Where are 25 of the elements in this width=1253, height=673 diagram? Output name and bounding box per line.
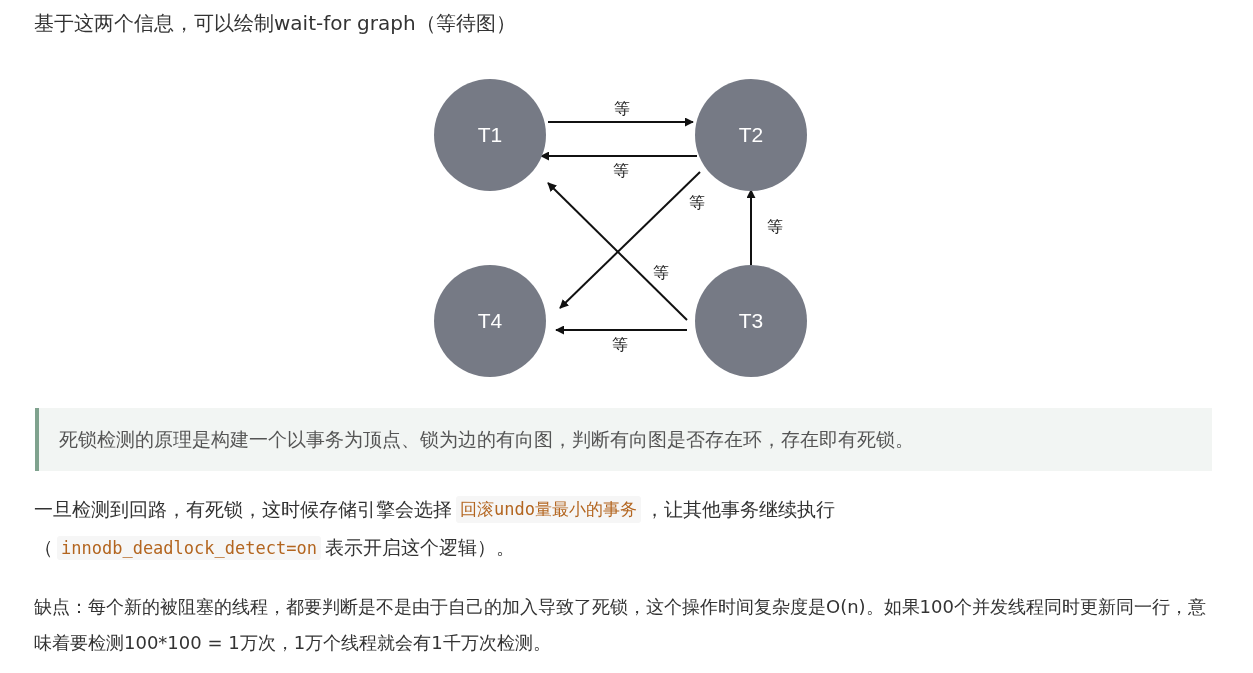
- transaction-circle: T1: [434, 79, 546, 191]
- edge-label: 等: [612, 162, 630, 180]
- arrow: [555, 325, 688, 335]
- edge-label: 等: [688, 194, 706, 212]
- arrow: [547, 182, 688, 321]
- edge-label: 等: [610, 336, 629, 354]
- arrow: [746, 189, 756, 266]
- edge-label: 等: [766, 217, 784, 236]
- paragraph-text: ，让其他事务继续执行: [644, 496, 835, 522]
- paragraph-text: （: [34, 535, 53, 560]
- paragraph-text: 一旦检测到回路，有死锁，这时候存储引擎会选择: [34, 496, 452, 522]
- inline-code: innodb_deadlock_detect=on: [57, 536, 321, 560]
- transaction-circle: T3: [695, 265, 807, 377]
- arrow: [540, 151, 698, 161]
- heading: 基于这两个信息，可以绘制wait-for graph（等待图）: [34, 10, 516, 37]
- paragraph-text: 表示开启这个逻辑）。: [324, 535, 515, 560]
- arrow: [547, 117, 694, 127]
- transaction-circle: T4: [434, 265, 546, 377]
- transaction-circle: T2: [695, 79, 807, 191]
- edge-label: 等: [612, 100, 631, 118]
- edge-label: 等: [651, 263, 670, 282]
- paragraph-text: 缺点：每个新的被阻塞的线程，都要判断是不是由于自己的加入导致了死锁，这个操作时间复杂度是O(n)。如果100个并发线程同时更新同一行，意味着要检测100*100 = 1万次，1万个线程就会有1千万次检测。: [34, 595, 1207, 655]
- quote-text: 死锁检测的原理是构建一个以事务为顶点、锁为边的有向图，判断有向图是否存在环，存在即有死锁。: [59, 427, 914, 452]
- arrow: [559, 171, 701, 309]
- inline-code: 回滚undo量最小的事务: [456, 496, 641, 523]
